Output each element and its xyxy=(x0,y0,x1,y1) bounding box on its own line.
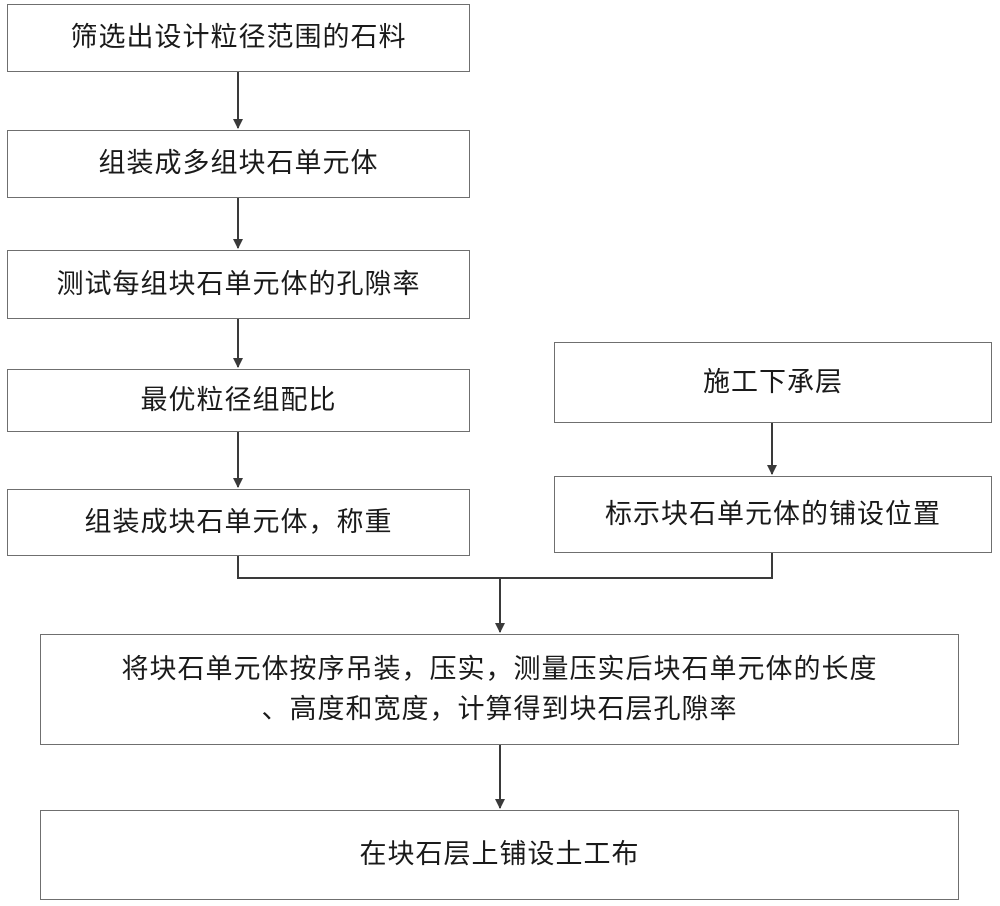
step-lay-geotextile: 在块石层上铺设土工布 xyxy=(40,810,959,900)
hoist-line-2: 、高度和宽度，计算得到块石层孔隙率 xyxy=(261,693,738,725)
step-hoist-compact: 将块石单元体按序吊装，压实，测量压实后块石单元体的长度 、高度和宽度，计算得到块… xyxy=(40,634,959,745)
step-screen-stone: 筛选出设计粒径范围的石料 xyxy=(7,4,470,72)
step-mark-position: 标示块石单元体的铺设位置 xyxy=(554,476,992,553)
step-assemble-groups: 组装成多组块石单元体 xyxy=(7,130,470,198)
step-test-porosity: 测试每组块石单元体的孔隙率 xyxy=(7,250,470,319)
step-lower-layer: 施工下承层 xyxy=(554,342,992,423)
step-assemble-weigh: 组装成块石单元体，称重 xyxy=(7,489,470,556)
hoist-line-1: 将块石单元体按序吊装，压实，测量压实后块石单元体的长度 xyxy=(121,654,878,686)
step-optimal-gradation: 最优粒径组配比 xyxy=(7,369,470,432)
merge-line xyxy=(237,553,773,579)
